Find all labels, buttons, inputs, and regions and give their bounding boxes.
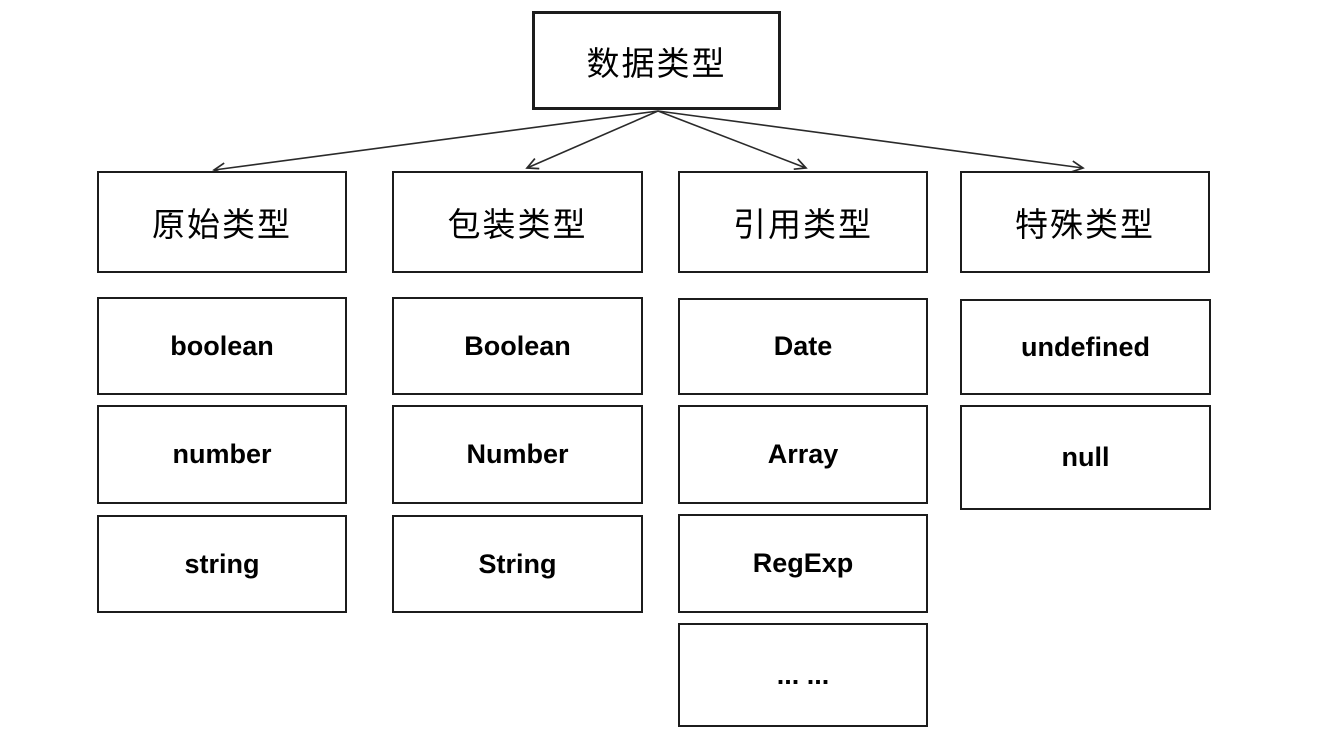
type-node-date: Date (678, 298, 928, 395)
type-node-label: string (184, 548, 260, 579)
type-node-label: number (172, 439, 272, 469)
type-node-undefined: undefined (960, 299, 1211, 395)
root-node: 数据类型 (532, 11, 781, 110)
category-header-reference: 引用类型 (678, 171, 928, 273)
type-node-array: Array (678, 405, 928, 504)
type-node-label: Date (773, 331, 833, 361)
type-node-number: number (97, 405, 347, 504)
type-node-label: boolean (170, 330, 274, 361)
category-header-label: 包装类型 (447, 208, 588, 244)
category-header-special: 特殊类型 (960, 171, 1210, 273)
category-header-label: 原始类型 (152, 208, 292, 244)
root-node-label: 数据类型 (586, 46, 727, 83)
type-node-ellipsis: ... ... (678, 623, 928, 727)
type-node-string-wrapper: String (392, 515, 643, 613)
type-node-label: Array (767, 439, 839, 469)
type-node-boolean-wrapper: Boolean (392, 297, 643, 395)
category-header-label: 特殊类型 (1015, 208, 1155, 244)
type-node-label: String (478, 548, 557, 579)
category-header-label: 引用类型 (733, 208, 873, 244)
type-node-label: ... ... (776, 659, 830, 690)
type-node-label: Boolean (464, 330, 571, 361)
type-node-label: RegExp (752, 548, 854, 578)
type-node-boolean: boolean (97, 297, 347, 395)
type-node-null: null (960, 405, 1211, 510)
type-node-string: string (97, 515, 347, 613)
type-node-label: null (1061, 442, 1110, 472)
category-header-wrapper: 包装类型 (392, 171, 643, 273)
type-node-label: Number (466, 439, 569, 469)
type-node-label: undefined (1021, 331, 1150, 362)
type-node-number-wrapper: Number (392, 405, 643, 504)
category-header-primitive: 原始类型 (97, 171, 347, 273)
type-node-regexp: RegExp (678, 514, 928, 613)
